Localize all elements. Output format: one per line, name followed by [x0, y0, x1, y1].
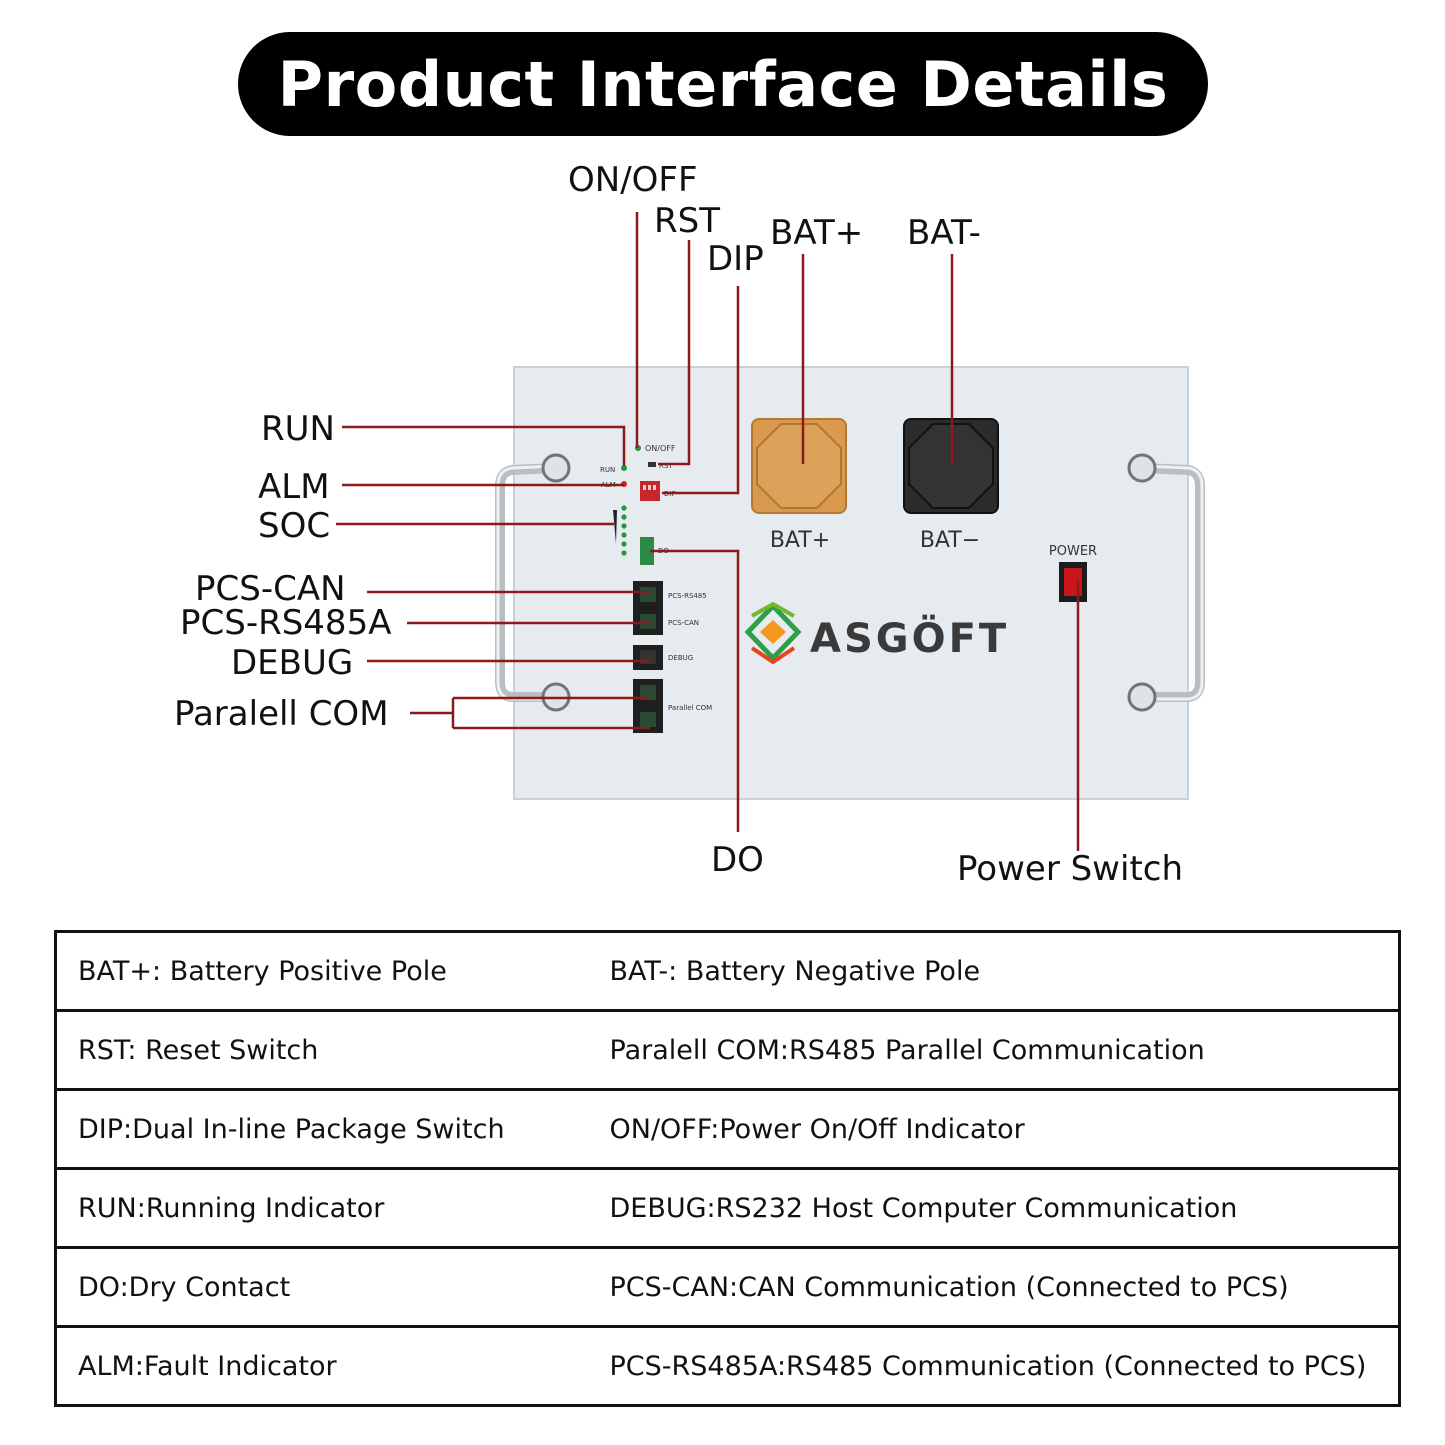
- left-handle-top-bolt: [541, 453, 571, 483]
- pcs-rs485-panel-label: PCS-RS485: [668, 592, 707, 600]
- page-title: Product Interface Details: [277, 47, 1169, 121]
- bat-minus-panel-label: BAT−: [920, 528, 980, 553]
- legend-cell-do: DO:Dry Contact: [55, 1246, 592, 1328]
- right-handle-top-bolt: [1127, 453, 1157, 483]
- legend-row: DIP:Dual In-line Package Switch ON/OFF:P…: [55, 1088, 1400, 1170]
- bat-minus-terminal-octagon: [908, 423, 994, 509]
- dip-leader: [662, 286, 740, 495]
- brand-logo-icon: [744, 601, 802, 665]
- callout-do: DO: [711, 840, 764, 880]
- pcs-can-port-socket: [640, 614, 656, 629]
- callout-power-switch: Power Switch: [957, 849, 1184, 889]
- run-panel-label: RUN: [600, 466, 615, 474]
- legend-cell-paralell-com: Paralell COM:RS485 Parallel Communicatio…: [591, 1009, 1400, 1091]
- left-handle: [495, 463, 561, 702]
- title-banner: Product Interface Details: [238, 32, 1208, 136]
- power-switch-rocker: [1064, 568, 1082, 596]
- debug-panel-label: DEBUG: [668, 654, 693, 662]
- rst-button[interactable]: [648, 462, 656, 467]
- legend-row: RST: Reset Switch Paralell COM:RS485 Par…: [55, 1009, 1400, 1091]
- do-terminal: [640, 537, 654, 565]
- legend-row: BAT+: Battery Positive Pole BAT-: Batter…: [55, 930, 1400, 1012]
- legend-row: DO:Dry Contact PCS-CAN:CAN Communication…: [55, 1246, 1400, 1328]
- right-handle-highlight: [1142, 464, 1204, 701]
- callout-pcs-rs485a: PCS-RS485A: [180, 603, 392, 643]
- legend-cell-alm: ALM:Fault Indicator: [55, 1325, 592, 1407]
- run-led: [621, 465, 627, 471]
- brand-name: ASGÖFT: [810, 614, 1009, 662]
- legend-cell-dip: DIP:Dual In-line Package Switch: [55, 1088, 592, 1170]
- legend-cell-rst: RST: Reset Switch: [55, 1009, 592, 1091]
- bat-plus-panel-label: BAT+: [770, 528, 830, 553]
- parallel-com-port-2-socket: [640, 712, 656, 727]
- legend-cell-run: RUN:Running Indicator: [55, 1167, 592, 1249]
- legend-cell-bat-plus: BAT+: Battery Positive Pole: [55, 930, 592, 1012]
- parallel-com-port-1-socket: [640, 685, 656, 700]
- callout-alm: ALM: [258, 467, 330, 507]
- on-off-panel-label: ON/OFF: [645, 444, 676, 453]
- legend-cell-on-off: ON/OFF:Power On/Off Indicator: [591, 1088, 1400, 1170]
- dip-switch[interactable]: [640, 481, 660, 501]
- pcs-rs485-port-socket: [640, 587, 656, 602]
- legend-row: ALM:Fault Indicator PCS-RS485A:RS485 Com…: [55, 1325, 1400, 1407]
- parallel-com-panel-label: Parallel COM: [668, 704, 712, 712]
- rst-leader: [658, 240, 691, 466]
- callout-on-off: ON/OFF: [568, 160, 698, 200]
- callout-bat-plus: BAT+: [770, 213, 864, 253]
- legend-row: RUN:Running Indicator DEBUG:RS232 Host C…: [55, 1167, 1400, 1249]
- legend-cell-debug: DEBUG:RS232 Host Computer Communication: [591, 1167, 1400, 1249]
- callout-paralell-com: Paralell COM: [174, 694, 389, 734]
- pcs-can-panel-label: PCS-CAN: [668, 619, 699, 627]
- callout-bat-minus: BAT-: [907, 213, 981, 253]
- legend-cell-pcs-can: PCS-CAN:CAN Communication (Connected to …: [591, 1246, 1400, 1328]
- soc-leds: [621, 505, 627, 556]
- right-handle-bottom-bolt: [1127, 682, 1157, 712]
- callout-rst: RST: [654, 201, 720, 241]
- leader-lines: [336, 212, 1080, 851]
- legend-table: BAT+: Battery Positive Pole BAT-: Batter…: [54, 930, 1401, 1407]
- right-handle: [1138, 463, 1205, 702]
- battery-front-panel-diagram: BAT+ BAT− POWER ON/OFF RST RUN ALM DIP D…: [336, 212, 1205, 851]
- callout-soc: SOC: [258, 506, 331, 546]
- callout-debug: DEBUG: [231, 643, 354, 683]
- do-leader: [650, 549, 740, 832]
- legend-cell-bat-minus: BAT-: Battery Negative Pole: [591, 930, 1400, 1012]
- soc-level-marker: [613, 510, 617, 544]
- dip-switch-toggles: [643, 485, 656, 490]
- callout-dip: DIP: [707, 239, 764, 279]
- rst-panel-label: RST: [659, 462, 673, 470]
- run-leader: [342, 425, 626, 466]
- bat-plus-terminal-octagon: [756, 423, 842, 509]
- legend-cell-pcs-rs485a: PCS-RS485A:RS485 Communication (Connecte…: [591, 1325, 1400, 1407]
- callout-run: RUN: [261, 409, 335, 449]
- callout-pcs-can: PCS-CAN: [195, 569, 346, 609]
- power-panel-label: POWER: [1049, 544, 1097, 559]
